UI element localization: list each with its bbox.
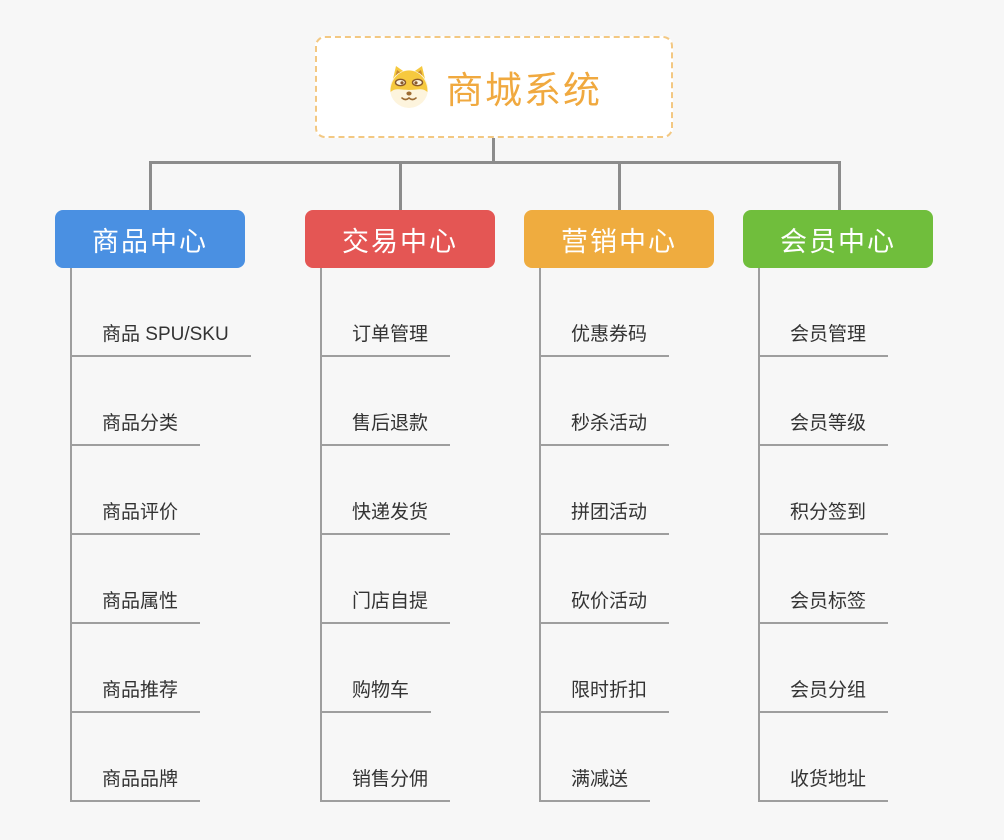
leaf-node[interactable]: 购物车 [320,624,560,713]
leaf-node[interactable]: 售后退款 [320,357,560,446]
branch-children-marketing-center: 优惠券码 秒杀活动 拼团活动 砍价活动 限时折扣 满减送 [539,268,779,802]
branch-children-trade-center: 订单管理 售后退款 快递发货 门店自提 购物车 销售分佣 [320,268,560,802]
branch-node-trade-center[interactable]: 交易中心 [305,210,495,268]
branch-node-product-center[interactable]: 商品中心 [55,210,245,268]
branch-node-label: 营销中心 [561,226,677,257]
root-stem-line [492,138,495,164]
branch-drop-line [838,161,841,211]
leaf-node-label: 快递发货 [320,497,451,535]
leaf-node-label: 拼团活动 [539,497,670,535]
leaf-node-label: 会员管理 [758,319,889,357]
leaf-node[interactable]: 会员分组 [758,624,998,713]
branch-node-marketing-center[interactable]: 营销中心 [524,210,714,268]
leaf-node[interactable]: 砍价活动 [539,535,779,624]
leaf-node[interactable]: 商品 SPU/SKU [70,268,310,357]
leaf-node[interactable]: 会员标签 [758,535,998,624]
branch-drop-line [399,161,402,211]
trunk-line [149,161,841,164]
branch-drop-line [149,161,152,211]
leaf-node-label: 商品 SPU/SKU [70,319,251,357]
leaf-node-label: 售后退款 [320,408,451,446]
branch-node-label: 商品中心 [92,226,208,257]
branch-node-label: 会员中心 [780,226,896,257]
leaf-node-label: 商品分类 [70,408,201,446]
leaf-node-label: 会员等级 [758,408,889,446]
leaf-node-label: 积分签到 [758,497,889,535]
leaf-node[interactable]: 商品推荐 [70,624,310,713]
leaf-node[interactable]: 销售分佣 [320,713,560,802]
leaf-node-label: 优惠券码 [539,319,670,357]
leaf-node-label: 会员标签 [758,586,889,624]
branch-node-member-center[interactable]: 会员中心 [743,210,933,268]
leaf-node-label: 砍价活动 [539,586,670,624]
leaf-node-label: 满减送 [539,764,651,802]
leaf-node-label: 商品属性 [70,586,201,624]
leaf-node-label: 会员分组 [758,675,889,713]
leaf-node-label: 商品品牌 [70,764,201,802]
leaf-node[interactable]: 商品属性 [70,535,310,624]
branch-drop-line [618,161,621,211]
leaf-node[interactable]: 快递发货 [320,446,560,535]
leaf-node-label: 订单管理 [320,319,451,357]
leaf-node[interactable]: 门店自提 [320,535,560,624]
leaf-node-label: 商品评价 [70,497,201,535]
leaf-node-label: 购物车 [320,675,432,713]
leaf-node[interactable]: 收货地址 [758,713,998,802]
dog-face-icon [390,66,428,108]
root-node-label: 商城系统 [446,70,602,111]
leaf-node-label: 门店自提 [320,586,451,624]
leaf-node-label: 秒杀活动 [539,408,670,446]
leaf-node[interactable]: 秒杀活动 [539,357,779,446]
root-node[interactable]: 商城系统 [315,36,673,138]
leaf-node[interactable]: 订单管理 [320,268,560,357]
leaf-node[interactable]: 会员管理 [758,268,998,357]
branch-children-product-center: 商品 SPU/SKU 商品分类 商品评价 商品属性 商品推荐 商品品牌 [70,268,310,802]
leaf-node-label: 限时折扣 [539,675,670,713]
leaf-node[interactable]: 满减送 [539,713,779,802]
leaf-node-label: 销售分佣 [320,764,451,802]
leaf-node-label: 收货地址 [758,764,889,802]
leaf-node[interactable]: 优惠券码 [539,268,779,357]
leaf-node[interactable]: 积分签到 [758,446,998,535]
branch-node-label: 交易中心 [342,226,458,257]
leaf-node[interactable]: 限时折扣 [539,624,779,713]
leaf-node[interactable]: 商品分类 [70,357,310,446]
leaf-node-label: 商品推荐 [70,675,201,713]
leaf-node[interactable]: 商品评价 [70,446,310,535]
leaf-node[interactable]: 会员等级 [758,357,998,446]
leaf-node[interactable]: 商品品牌 [70,713,310,802]
branch-children-member-center: 会员管理 会员等级 积分签到 会员标签 会员分组 收货地址 [758,268,998,802]
leaf-node[interactable]: 拼团活动 [539,446,779,535]
